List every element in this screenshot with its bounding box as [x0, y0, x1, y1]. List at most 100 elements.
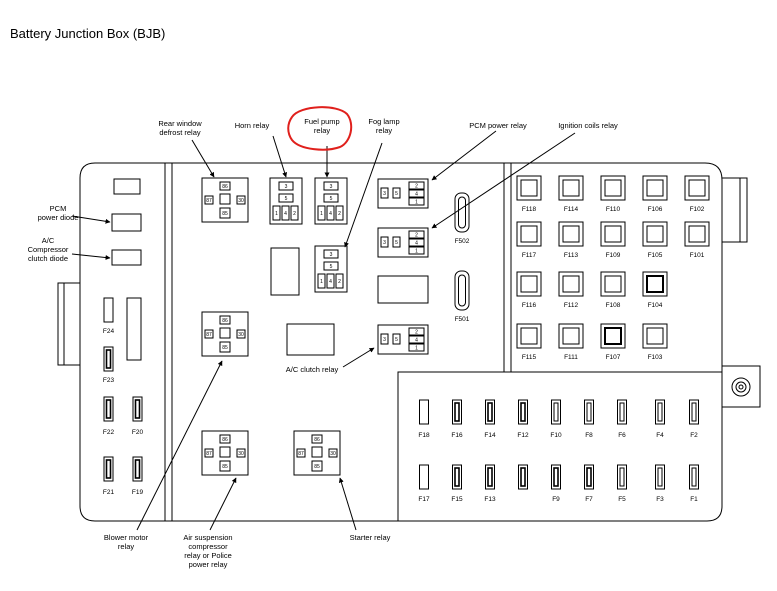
fuse-f112	[558, 271, 584, 297]
fuse-f116	[516, 271, 542, 297]
fuse-f9	[551, 464, 561, 490]
fuse-label: F1	[690, 496, 698, 503]
pin-label: 5	[395, 240, 398, 246]
fuse-label: F108	[606, 302, 621, 309]
pin-label: 1	[415, 249, 418, 255]
pin-label: 1	[415, 346, 418, 352]
pin-label: 30	[330, 451, 336, 457]
fuse-label: F12	[517, 432, 529, 439]
fuse-label: F501	[455, 316, 470, 323]
pin-label: 85	[222, 464, 228, 470]
fuse-f107	[600, 323, 626, 349]
fuse-f19	[132, 456, 143, 482]
fuse-f108	[600, 271, 626, 297]
fuse-label: F3	[656, 496, 664, 503]
pin-label: 5	[330, 264, 333, 270]
pin-label: 30	[238, 198, 244, 204]
fuse-label: F104	[648, 302, 663, 309]
fuse-f6	[617, 399, 627, 425]
fuse-label: F21	[103, 489, 115, 496]
fuse-label: F103	[648, 354, 663, 361]
pin-label: 4	[415, 338, 418, 344]
right-tab	[722, 177, 748, 243]
fuse-f501	[454, 270, 470, 311]
fuse-f105	[642, 221, 668, 247]
fuse-f14	[485, 399, 495, 425]
page-title: Battery Junction Box (BJB)	[10, 26, 166, 41]
pin-label: 1	[275, 211, 278, 217]
label-starter-relay: Starter relay	[350, 533, 391, 542]
pin-label: 3	[285, 184, 288, 190]
pin-label: 87	[206, 451, 212, 457]
fuse-label: F18	[418, 432, 430, 439]
fuse-label: F111	[564, 354, 578, 361]
fuse-label: F23	[103, 377, 115, 384]
pin-label: 4	[415, 192, 418, 198]
fuse-label: F20	[132, 429, 144, 436]
fuse-f17	[419, 464, 429, 490]
fuse-label: F112	[564, 302, 579, 309]
bolt-terminal	[731, 377, 751, 397]
fuse-label: F109	[606, 252, 621, 259]
pin-label: 3	[330, 252, 333, 258]
pin-label: 4	[284, 211, 287, 217]
pin-label: 5	[395, 337, 398, 343]
fuse-label: F6	[618, 432, 626, 439]
fuse-label: F101	[690, 252, 705, 259]
pin-label: 5	[330, 196, 333, 202]
fuse-f16	[452, 399, 462, 425]
label-pcm-power-relay: PCM power relay	[469, 121, 527, 130]
fuse-label: F5	[618, 496, 626, 503]
pin-label: 5	[395, 191, 398, 197]
leader-lines	[71, 130, 576, 531]
pin-label: 85	[314, 464, 320, 470]
pin-label: 4	[329, 279, 332, 285]
pin-label: 4	[329, 211, 332, 217]
fuse-label: F7	[585, 496, 593, 503]
fuse-f104	[642, 271, 668, 297]
fuse-f18	[419, 399, 429, 425]
label-horn-relay: Horn relay	[235, 121, 270, 130]
pin-label: 30	[238, 332, 244, 338]
ac-compressor-clutch-diode	[111, 249, 142, 266]
pin-label: 87	[206, 332, 212, 338]
label-ac-clutch-relay: A/C clutch relay	[286, 365, 339, 374]
fuse-f2	[689, 399, 699, 425]
fuse-label: F114	[564, 206, 579, 213]
fuse-f117	[516, 221, 542, 247]
fuse-f113	[558, 221, 584, 247]
fuse-f106	[642, 175, 668, 201]
fuel-pump-highlight-circle	[287, 106, 353, 151]
fuse-label: F118	[522, 206, 537, 213]
pin-label: 85	[222, 211, 228, 217]
fuse-f10	[551, 399, 561, 425]
fuse-label: F16	[451, 432, 463, 439]
fuse-label: F113	[564, 252, 579, 259]
fuse-label: F22	[103, 429, 115, 436]
fuse-label: F10	[550, 432, 562, 439]
pin-label: 87	[206, 198, 212, 204]
label-ignition-coils-relay: Ignition coils relay	[558, 121, 618, 130]
pin-label: 86	[222, 184, 228, 190]
pin-label: 3	[383, 191, 386, 197]
fuse-f5	[617, 464, 627, 490]
pin-label: 1	[320, 279, 323, 285]
fuse-label: F4	[656, 432, 664, 439]
fuse-label: F107	[606, 354, 621, 361]
fuse-f502	[454, 192, 470, 233]
pin-label: 4	[415, 241, 418, 247]
pin-label: 2	[338, 279, 341, 285]
